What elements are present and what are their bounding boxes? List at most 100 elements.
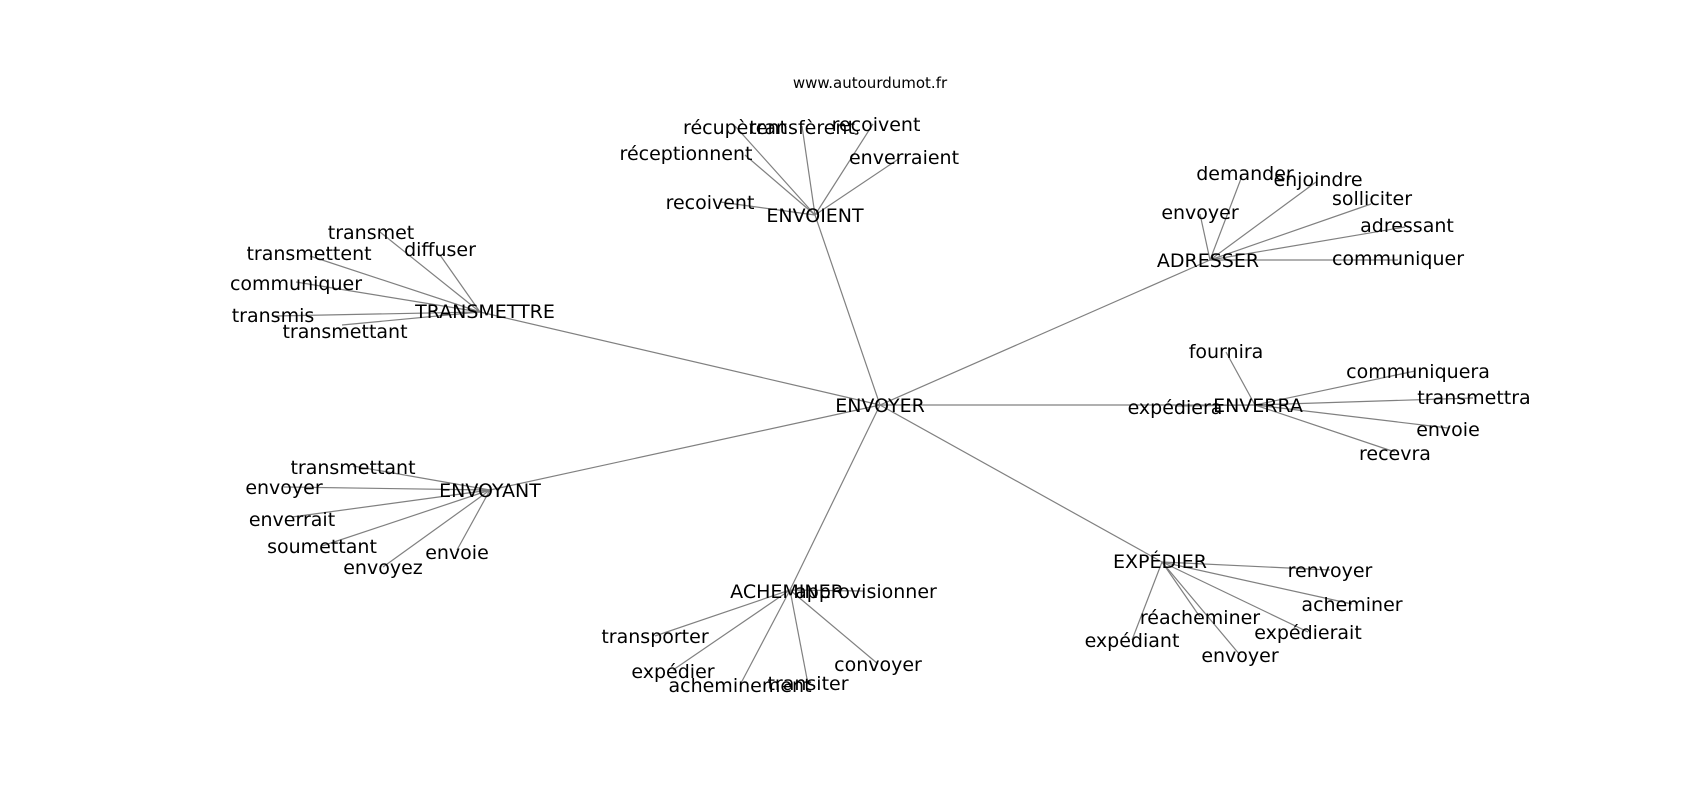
edge-enverra-leaf [1225, 351, 1256, 406]
root-word[interactable]: ENVOYER [835, 395, 925, 417]
leaf-word-expedier[interactable]: réacheminer [1140, 607, 1260, 629]
leaf-word-envoient[interactable]: transfèrent [749, 117, 855, 139]
edge-enverra-leaf [1254, 404, 1449, 429]
edge-acheminer-leaf [672, 589, 791, 671]
hub-word-expedier[interactable]: EXPÉDIER [1113, 550, 1207, 573]
edge-expedier-leaf [1161, 561, 1331, 571]
leaf-word-enverra[interactable]: envoie [1416, 419, 1480, 441]
leaf-word-expedier[interactable]: renvoyer [1288, 560, 1373, 582]
leaf-word-envoient[interactable]: réceptionnent [620, 143, 753, 165]
edge-envoyant-leaf [283, 486, 491, 491]
edge-expedier-leaf [1131, 561, 1163, 641]
leaf-word-adresser[interactable]: adressant [1360, 215, 1454, 237]
edge-root-transmettre [479, 311, 881, 406]
leaf-word-enverra[interactable]: recevra [1359, 443, 1431, 465]
leaf-word-expedier[interactable]: expédierait [1254, 622, 1362, 644]
leaf-word-enverra[interactable]: communiquera [1346, 361, 1490, 383]
leaf-word-acheminer[interactable]: acheminement [668, 675, 811, 697]
leaf-word-acheminer[interactable]: transporter [601, 626, 708, 648]
leaf-word-envoyant[interactable]: envoie [425, 542, 489, 564]
edge-root-acheminer [789, 404, 881, 591]
leaf-word-transmettre[interactable]: diffuser [404, 239, 476, 261]
leaf-word-expedier[interactable]: envoyer [1201, 645, 1279, 667]
leaf-word-envoient[interactable]: récupèrent [683, 117, 787, 139]
leaf-word-envoyant[interactable]: enverrait [249, 509, 335, 531]
edge-envoyant-leaf [321, 489, 491, 547]
leaf-word-expedier[interactable]: expédiant [1085, 630, 1180, 652]
edge-envoient-leaf [719, 201, 816, 216]
edge-acheminer-leaf [789, 589, 864, 592]
edge-transmettre-leaf [341, 311, 481, 326]
edge-expedier-leaf [1161, 561, 1241, 656]
edge-expedier-leaf [1161, 561, 1201, 618]
edge-envoyant-leaf [352, 465, 491, 491]
edge-root-envoient [814, 214, 881, 406]
leaf-word-transmettre[interactable]: transmettent [246, 243, 371, 265]
hub-word-transmettre[interactable]: TRANSMETTRE [414, 301, 555, 323]
edge-envoient-leaf [814, 123, 874, 216]
leaf-word-acheminer[interactable]: approvisionner [795, 581, 937, 603]
leaf-word-enverra[interactable]: expédiera [1128, 397, 1223, 419]
edge-root-adresser [879, 259, 1211, 406]
edge-envoient-leaf [734, 125, 816, 216]
leaf-word-transmettre[interactable]: transmettant [282, 321, 407, 343]
hub-word-enverra[interactable]: ENVERRA [1213, 395, 1303, 417]
watermark-text[interactable]: www.autourdumot.fr [793, 74, 948, 92]
edge-transmettre-leaf [295, 281, 481, 313]
edge-envoient-leaf [801, 125, 816, 216]
leaf-word-envoient[interactable]: recoivent [666, 192, 755, 214]
edge-acheminer-leaf [789, 589, 879, 665]
edge-enverra-leaf [1254, 370, 1416, 406]
leaf-word-adresser[interactable]: demander [1196, 163, 1294, 185]
edge-acheminer-leaf [789, 589, 809, 685]
leaf-word-envoyant[interactable]: envoyer [245, 477, 323, 499]
edge-root-expedier [879, 404, 1163, 563]
edge-envoient-leaf [814, 157, 901, 216]
leaf-word-transmettre[interactable]: communiquer [230, 273, 362, 295]
edge-expedier-leaf [1161, 561, 1353, 605]
leaf-word-envoient[interactable]: enverraient [849, 147, 959, 169]
leaf-word-enverra[interactable]: fournira [1189, 341, 1264, 363]
edge-transmettre-leaf [274, 311, 481, 317]
leaf-word-adresser[interactable]: communiquer [1332, 248, 1464, 270]
edge-adresser-leaf [1209, 226, 1406, 261]
edge-enverra-leaf [1174, 404, 1256, 407]
edge-transmettre-leaf [309, 255, 481, 313]
edge-adresser-leaf [1209, 175, 1243, 261]
edge-expedier-leaf [1161, 561, 1309, 633]
leaf-word-adresser[interactable]: envoyer [1161, 202, 1239, 224]
edge-acheminer-leaf [739, 589, 791, 686]
leaf-word-expedier[interactable]: acheminer [1301, 594, 1402, 616]
leaf-word-envoyant[interactable]: transmettant [290, 457, 415, 479]
graph-edges [274, 123, 1474, 686]
leaf-word-acheminer[interactable]: transiter [767, 673, 848, 695]
leaf-word-acheminer[interactable]: expédier [631, 661, 714, 683]
edge-transmettre-leaf [379, 231, 481, 313]
leaf-word-acheminer[interactable]: convoyer [834, 654, 922, 676]
edge-transmettre-leaf [439, 254, 481, 313]
leaf-word-envoyant[interactable]: envoyez [343, 557, 423, 579]
edge-envoyant-leaf [382, 489, 491, 568]
hub-word-adresser[interactable]: ADRESSER [1157, 250, 1259, 272]
leaf-word-transmettre[interactable]: transmis [232, 305, 315, 327]
leaf-word-adresser[interactable]: enjoindre [1273, 169, 1362, 191]
edge-enverra-leaf [1254, 404, 1396, 453]
edge-adresser-leaf [1209, 203, 1372, 261]
hub-word-acheminer[interactable]: ACHEMINER [730, 581, 844, 603]
hub-word-envoyant[interactable]: ENVOYANT [439, 480, 541, 502]
edge-adresser-leaf [1209, 181, 1317, 261]
leaf-word-envoient[interactable]: reçoivent [832, 114, 921, 136]
edge-enverra-leaf [1254, 397, 1474, 406]
edge-envoyant-leaf [291, 489, 491, 518]
leaf-word-envoyant[interactable]: soumettant [267, 536, 377, 558]
edge-envoient-leaf [744, 154, 816, 216]
leaf-word-enverra[interactable]: transmettra [1417, 387, 1530, 409]
leaf-word-transmettre[interactable]: transmet [328, 222, 415, 244]
leaf-word-adresser[interactable]: solliciter [1332, 188, 1412, 210]
edge-root-envoyant [489, 404, 881, 491]
edge-acheminer-leaf [654, 589, 791, 637]
hub-word-envoient[interactable]: ENVOIENT [766, 205, 864, 227]
edge-adresser-leaf [1199, 213, 1211, 261]
